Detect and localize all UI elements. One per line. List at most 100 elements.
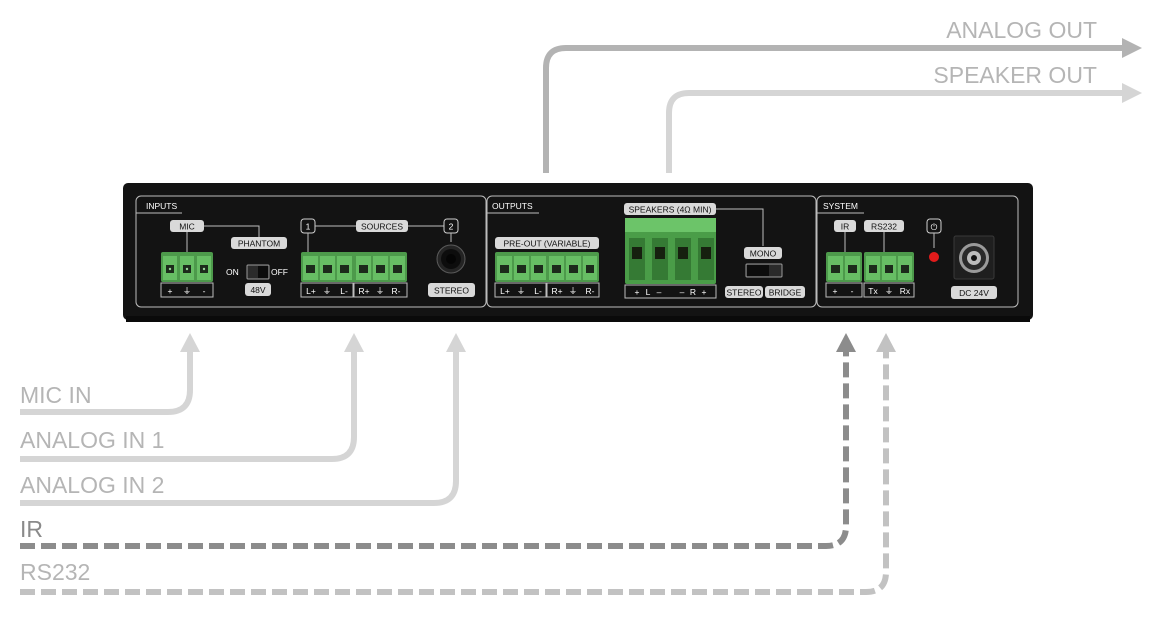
- speaker-pin-label-frame: [624, 284, 717, 299]
- rs232-line: [20, 350, 889, 595]
- preout-pin-l-ground: ⏚: [517, 286, 526, 296]
- preout-pin-r-ground: ⏚: [569, 286, 578, 296]
- preout-tag: [495, 237, 599, 249]
- 48v-tag: [245, 283, 271, 296]
- stereo-jack-tag: [428, 283, 475, 297]
- speakers-to-mono-rule: [716, 208, 764, 246]
- phantom-tag-text: PHANTOM: [238, 239, 280, 249]
- speaker-pin-l-minus: –: [657, 287, 662, 297]
- ir-line: [20, 350, 849, 549]
- analog-out-label: ANALOG OUT: [946, 17, 1097, 43]
- preout-tag-text: PRE-OUT (VARIABLE): [503, 239, 590, 249]
- device-base-shadow: [126, 316, 1030, 322]
- preout-terminal-block[interactable]: [495, 252, 599, 282]
- dc-tag-text: DC 24V: [959, 288, 989, 298]
- mic-tag: [170, 220, 204, 232]
- stereo-mode-tag-text: STEREO: [727, 288, 762, 298]
- ir-tag-text: IR: [841, 222, 850, 232]
- bridge-mode-tag: [765, 286, 805, 298]
- rs232-tag: [864, 220, 904, 232]
- stereo-jack-tag-text: STEREO: [434, 286, 469, 296]
- mic-tag-text: MIC: [179, 222, 195, 232]
- analog-out-arrowhead: [1122, 38, 1142, 58]
- preout-pin-r-plus: R+: [551, 286, 562, 296]
- mono-tag-text: MONO: [750, 249, 777, 259]
- source-pin-r-ground: ⏚: [376, 286, 385, 296]
- mic-pin-label-frame: [160, 282, 214, 298]
- sources-tag-text: SOURCES: [361, 222, 403, 232]
- ir-pin-minus: -: [851, 286, 854, 296]
- source-pin-l-plus: L+: [306, 286, 316, 296]
- preout-pin-label-frame-right: [546, 282, 600, 298]
- source-1-terminal-block[interactable]: [301, 252, 407, 282]
- analog-in-1-arrowhead: [344, 333, 364, 352]
- dc-tag: [951, 286, 997, 299]
- phantom-on-label: ON: [226, 267, 239, 277]
- preout-pin-label-frame-left: [494, 282, 547, 298]
- phantom-tag: [231, 237, 287, 249]
- analog-in-1-label: ANALOG IN 1: [20, 427, 164, 453]
- ir-tag: [834, 220, 856, 232]
- rs232-label: RS232: [20, 559, 90, 585]
- speaker-out-arrowhead: [1122, 83, 1142, 103]
- ir-pin-plus: +: [833, 286, 838, 296]
- ir-arrowhead: [836, 333, 856, 352]
- rs232-pin-rx: Rx: [900, 286, 911, 296]
- ir-pin-label-frame: [825, 282, 863, 298]
- speaker-pin-l-plus: +: [635, 287, 640, 297]
- preout-pin-r-minus: R-: [586, 286, 595, 296]
- analog-in-1-line: [20, 350, 357, 462]
- speaker-pin-r: R: [690, 287, 696, 297]
- mic-terminal-block[interactable]: [161, 252, 213, 282]
- ir-terminal-block[interactable]: [826, 252, 862, 282]
- speakers-tag-text: SPEAKERS (4Ω MIN): [629, 205, 712, 215]
- source-pin-r-plus: R+: [358, 286, 369, 296]
- power-icon: ⏻: [931, 222, 938, 232]
- system-section-label: SYSTEM: [823, 201, 858, 211]
- mic-pin-plus: +: [168, 286, 173, 296]
- rs232-pin-label-frame: [863, 282, 915, 298]
- speakers-tag: [624, 203, 716, 215]
- speaker-out-line: [666, 90, 1124, 173]
- inputs-section-frame: [135, 195, 487, 308]
- preout-pin-l-plus: L+: [500, 286, 510, 296]
- speaker-pin-r-minus: –: [680, 287, 685, 297]
- outputs-section-label: OUTPUTS: [492, 201, 533, 211]
- source-pin-l-ground: ⏚: [323, 286, 332, 296]
- power-led: [929, 252, 939, 262]
- mic-in-line: [20, 350, 193, 415]
- rs232-tag-text: RS232: [871, 222, 897, 232]
- analog-in-2-line: [20, 350, 459, 506]
- analog-in-2-label: ANALOG IN 2: [20, 472, 164, 498]
- source-2-number: 2: [449, 222, 454, 232]
- source-1-pin-label-frame-right: [353, 282, 408, 298]
- rs232-terminal-block[interactable]: [864, 252, 914, 282]
- bridge-mode-tag-text: BRIDGE: [769, 288, 802, 298]
- analog-in-2-arrowhead: [446, 333, 466, 352]
- outputs-section-frame: [486, 195, 817, 308]
- stereo-jack-3-5mm[interactable]: [436, 244, 466, 274]
- speaker-terminal-block[interactable]: [625, 218, 716, 284]
- rs232-arrowhead: [876, 333, 896, 352]
- device-chassis: [123, 183, 1033, 320]
- inputs-section-label: INPUTS: [146, 201, 178, 211]
- source-pin-l-minus: L-: [340, 286, 348, 296]
- analog-out-line: [543, 45, 1124, 173]
- phantom-off-label: OFF: [271, 267, 288, 277]
- mono-tag: [744, 247, 782, 259]
- dc-power-jack[interactable]: [953, 235, 995, 280]
- mic-in-arrowhead: [180, 333, 200, 352]
- speaker-pin-l: L: [646, 287, 651, 297]
- source-pin-r-minus: R-: [392, 286, 401, 296]
- mic-pin-minus: -: [203, 286, 206, 296]
- speaker-out-label: SPEAKER OUT: [933, 62, 1097, 88]
- sources-tag: [356, 220, 408, 232]
- system-section-frame: [816, 195, 1019, 308]
- phantom-switch-knob: [258, 266, 268, 278]
- rs232-pin-tx: Tx: [868, 286, 878, 296]
- speaker-pin-r-plus: +: [702, 287, 707, 297]
- mic-pin-ground: ⏚: [183, 286, 192, 296]
- mic-to-phantom-rule: [204, 225, 260, 237]
- ir-label: IR: [20, 516, 43, 542]
